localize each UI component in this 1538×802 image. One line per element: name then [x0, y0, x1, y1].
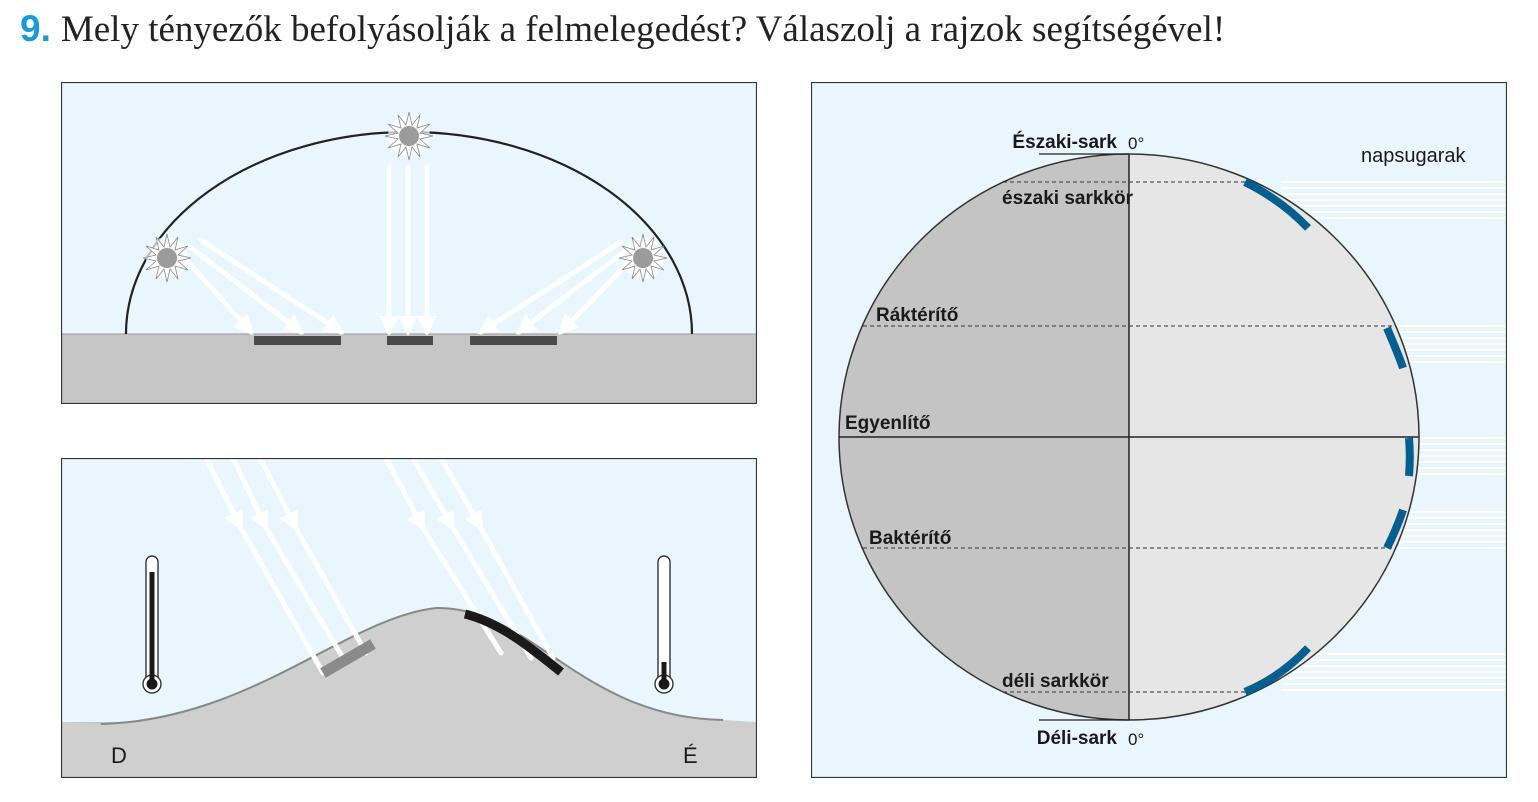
tropic-cancer-label: Ráktérítő [876, 305, 958, 326]
sun-icon [142, 233, 192, 283]
rays-top-sun [379, 164, 437, 336]
north-slope-strip [463, 609, 564, 676]
globe-panel: Északi-sark 0° északi sarkkör Ráktérítő … [811, 82, 1507, 778]
slope-rays [203, 458, 556, 676]
heated-area-left [254, 336, 341, 345]
heated-area-middle [387, 336, 433, 345]
south-slope-strip [320, 639, 376, 678]
arctic-circle-label: északi sarkkör [1002, 188, 1134, 209]
heated-strip-arctic [1243, 178, 1311, 231]
thermometer-icon [654, 555, 674, 694]
north-pole-degree: 0° [1128, 134, 1144, 153]
tropic-capricorn-label: Baktérítő [869, 528, 951, 549]
heated-strip-tropic-capricorn [1383, 508, 1407, 550]
south-pole-degree: 0° [1128, 730, 1144, 749]
antarctic-circle-label: déli sarkkör [1002, 671, 1109, 692]
heated-strip-antarctic [1243, 645, 1311, 696]
heated-strip-equator [1405, 437, 1414, 477]
south-pole-label: Déli-sark [1037, 728, 1118, 749]
sun-rays-label: napsugarak [1361, 145, 1467, 167]
sun-icon [618, 233, 668, 283]
equator-label: Egyenlítő [845, 413, 931, 434]
thermometer-icon [142, 555, 162, 694]
sun-angle-panel [61, 82, 757, 404]
slope-exposure-panel: D É [61, 458, 757, 778]
hill [61, 607, 757, 778]
question-number: 9. [20, 8, 51, 49]
ground [61, 334, 757, 404]
heated-strip-tropic-cancer [1383, 326, 1407, 370]
north-label: É [683, 743, 698, 768]
heated-area-right [470, 336, 557, 345]
south-label: D [111, 743, 127, 768]
sun-icon [384, 111, 434, 161]
rays-left-sun [176, 237, 345, 335]
north-pole-label: Északi-sark [1012, 131, 1117, 153]
question-title: 9.Mely tényezők befolyásolják a felmeleg… [20, 8, 1225, 51]
question-text: Mely tényezők befolyásolják a felmeleged… [60, 9, 1226, 50]
